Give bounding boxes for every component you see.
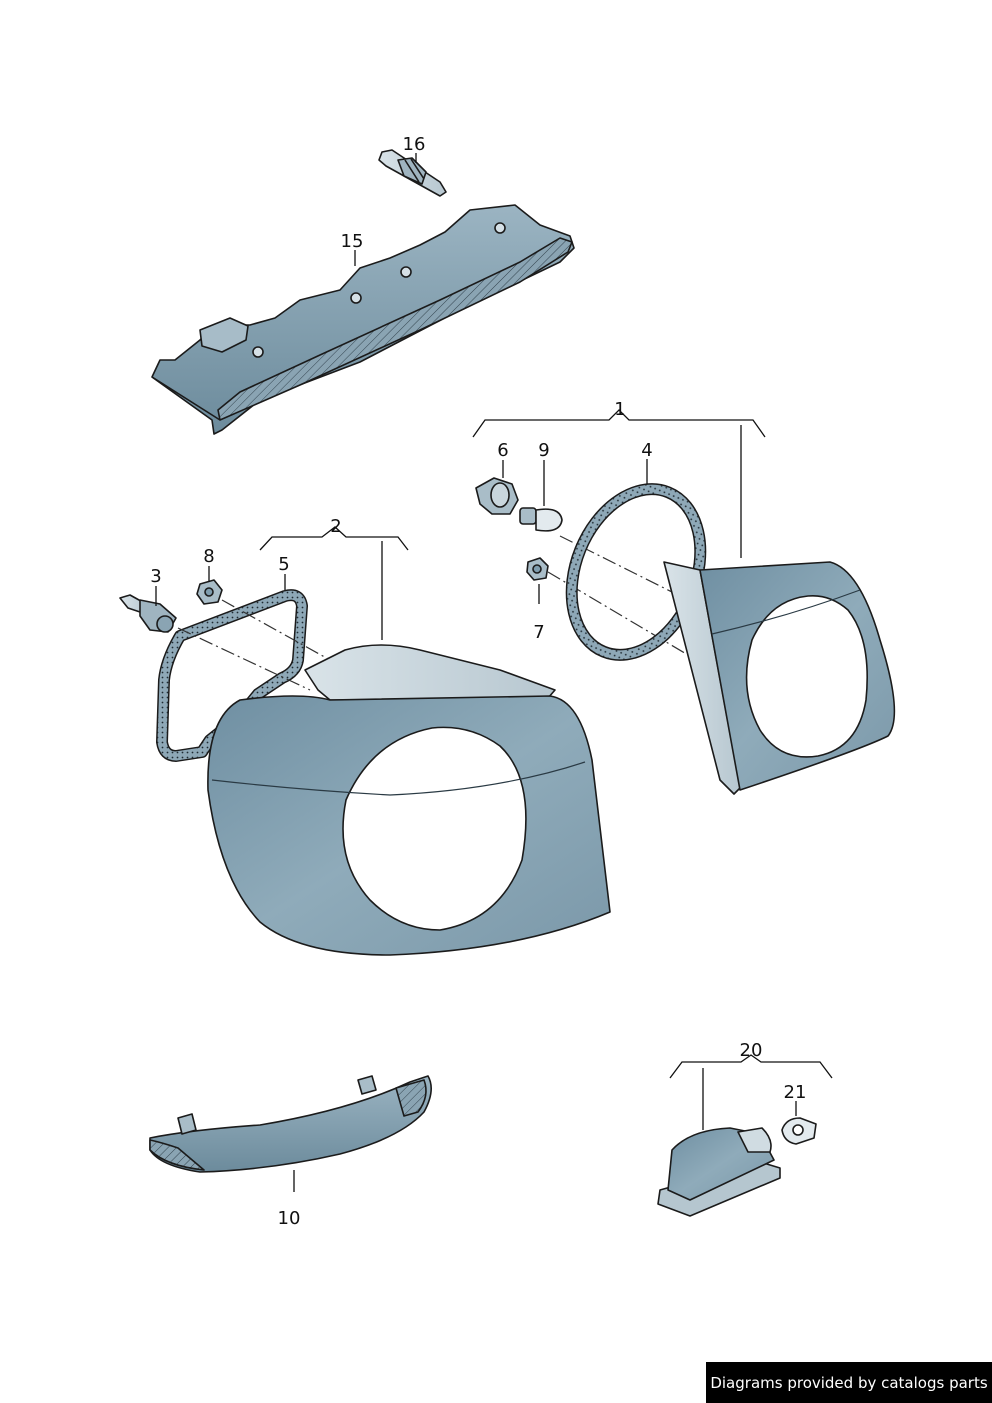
callout-5: 5 bbox=[278, 554, 289, 575]
tail-light-inner-1[interactable] bbox=[663, 561, 896, 795]
callout-1: 1 bbox=[614, 399, 625, 420]
callout-10: 10 bbox=[278, 1208, 301, 1229]
tail-light-outer-2[interactable] bbox=[207, 644, 611, 956]
callout-15: 15 bbox=[341, 231, 364, 252]
callout-6: 6 bbox=[497, 440, 508, 461]
license-plate-light-20[interactable] bbox=[657, 1127, 781, 1217]
high-level-brake-light-15[interactable] bbox=[151, 204, 575, 435]
bulb-holder-3[interactable] bbox=[119, 594, 177, 633]
nut-8[interactable] bbox=[196, 579, 223, 605]
bracket-2 bbox=[259, 526, 409, 551]
bulb-9[interactable] bbox=[519, 507, 563, 532]
callout-3: 3 bbox=[150, 566, 161, 587]
callout-16: 16 bbox=[403, 134, 426, 155]
callout-7: 7 bbox=[533, 622, 544, 643]
credit-text: Diagrams provided by catalogs parts bbox=[710, 1373, 988, 1392]
callout-20: 20 bbox=[740, 1040, 763, 1061]
bracket-20 bbox=[669, 1054, 833, 1079]
credit-banner: Diagrams provided by catalogs parts bbox=[706, 1362, 992, 1403]
callout-2: 2 bbox=[330, 516, 341, 537]
reflector-10[interactable] bbox=[149, 1075, 432, 1173]
callout-4: 4 bbox=[641, 440, 652, 461]
bracket-1 bbox=[472, 409, 766, 438]
wedge-bulb-21[interactable] bbox=[781, 1117, 817, 1145]
bulb-holder-16[interactable] bbox=[378, 149, 447, 197]
callout-9: 9 bbox=[538, 440, 549, 461]
bulb-holder-6[interactable] bbox=[475, 477, 519, 515]
callout-21: 21 bbox=[784, 1082, 807, 1103]
nut-7[interactable] bbox=[526, 557, 549, 581]
callout-8: 8 bbox=[203, 546, 214, 567]
